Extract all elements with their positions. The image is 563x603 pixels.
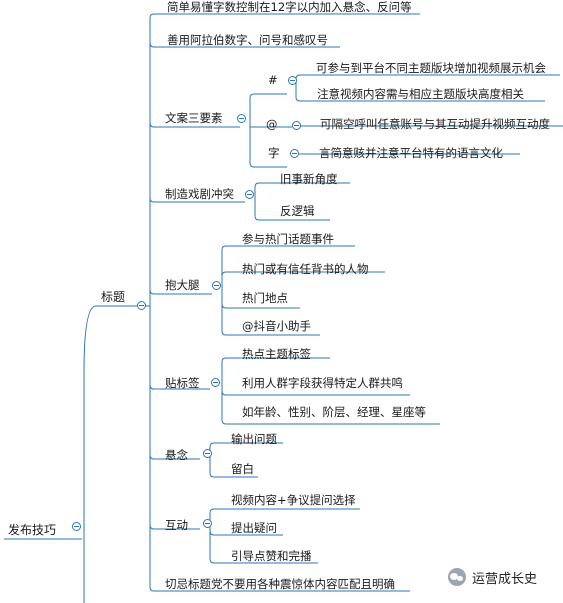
- title-branch-top: [149, 13, 420, 306]
- wechat-icon: [448, 568, 466, 586]
- zi-item-1[interactable]: 言简意赅并注意平台特有的语言文化: [319, 146, 503, 160]
- hash-item-1[interactable]: 可参与到平台不同主题版块增加视频展示机会: [316, 61, 546, 75]
- leverage-item-1[interactable]: 参与热门话题事件: [242, 232, 334, 246]
- bottom-item[interactable]: 切忌标题党不要用各种震惊体内容匹配且明确: [165, 577, 395, 591]
- title-branch-bottom: [149, 306, 410, 592]
- hash-item-2[interactable]: 注意视频内容需与相应主题版块高度相关: [317, 87, 524, 101]
- drama-collapse-toggle[interactable]: [245, 190, 254, 199]
- tags-node[interactable]: 贴标签: [165, 376, 200, 390]
- suspense-item-2[interactable]: 留白: [231, 462, 254, 476]
- tags-collapse-toggle[interactable]: [211, 378, 220, 387]
- suspense-collapse-toggle[interactable]: [203, 449, 212, 458]
- top-item-1[interactable]: 简单易懂字数控制在12字以内加入悬念、反问等: [167, 0, 412, 14]
- drama-item-2[interactable]: 反逻辑: [280, 204, 315, 218]
- tags-item-3[interactable]: 如年龄、性别、阶层、经理、星座等: [242, 405, 426, 419]
- at-collapse-toggle[interactable]: [292, 121, 301, 130]
- leverage-collapse-toggle[interactable]: [212, 281, 221, 290]
- at-item-1[interactable]: 可隔空呼叫任意账号与其互动提升视频互动度: [320, 117, 550, 131]
- root-collapse-toggle[interactable]: [72, 522, 81, 531]
- watermark: 运营成长史: [448, 566, 537, 588]
- interaction-item-3[interactable]: 引导点赞和完播: [231, 549, 312, 563]
- hash-symbol-node[interactable]: #: [268, 73, 278, 87]
- interaction-collapse-toggle[interactable]: [203, 519, 212, 528]
- title-collapse-toggle[interactable]: [137, 301, 146, 310]
- root-to-title-connector: [83, 305, 150, 539]
- suspense-node[interactable]: 悬念: [165, 448, 188, 462]
- suspense-item-1[interactable]: 输出问题: [231, 432, 277, 446]
- zi-collapse-toggle[interactable]: [290, 149, 299, 158]
- interaction-item-1[interactable]: 视频内容+争议提问选择: [231, 493, 356, 507]
- leverage-node[interactable]: 抱大腿: [165, 278, 200, 292]
- hash-collapse-toggle[interactable]: [288, 76, 297, 85]
- copy-elements-node[interactable]: 文案三要素: [165, 111, 223, 125]
- interaction-item-2[interactable]: 提出疑问: [231, 521, 277, 535]
- zi-symbol-node[interactable]: 字: [268, 146, 280, 160]
- watermark-text: 运营成长史: [472, 571, 538, 587]
- top-item-2[interactable]: 善用阿拉伯数字、问号和感叹号: [167, 33, 328, 47]
- leverage-item-2[interactable]: 热门或有信任背书的人物: [242, 262, 369, 276]
- tags-item-2[interactable]: 利用人群字段获得特定人群共鸣: [242, 376, 403, 390]
- at-symbol-node[interactable]: @: [266, 117, 278, 131]
- tags-item-1[interactable]: 热点主题标签: [242, 347, 311, 361]
- interaction-node[interactable]: 互动: [165, 518, 188, 532]
- copy-elements-collapse-toggle[interactable]: [237, 114, 246, 123]
- drama-item-1[interactable]: 旧事新角度: [280, 172, 338, 186]
- title-branch-node[interactable]: 标题: [101, 290, 126, 304]
- drama-node[interactable]: 制造戏剧冲突: [165, 187, 234, 201]
- root-node[interactable]: 发布技巧: [8, 523, 57, 537]
- leverage-item-3[interactable]: 热门地点: [242, 291, 288, 305]
- leverage-item-4[interactable]: @抖音小助手: [242, 319, 311, 333]
